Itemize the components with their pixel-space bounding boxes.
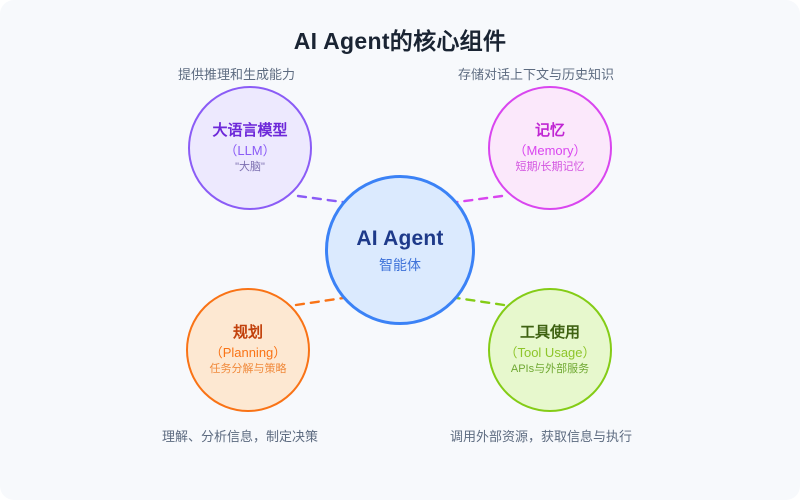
node-llm-title: 大语言模型	[212, 122, 288, 139]
node-tool[interactable]: 工具使用 （Tool Usage） APIs与外部服务	[488, 288, 612, 412]
caption-memory: 存储对话上下文与历史知识	[458, 67, 615, 82]
node-memory[interactable]: 记忆 （Memory） 短期/长期记忆	[488, 86, 612, 210]
connector-planning-to-center	[294, 295, 352, 307]
node-ai-agent-title: AI Agent	[356, 226, 444, 250]
node-tool-title: 工具使用	[519, 324, 580, 341]
page-title: AI Agent的核心组件	[293, 28, 507, 54]
node-memory-title: 记忆	[534, 122, 565, 139]
caption-llm: 提供推理和生成能力	[178, 67, 296, 82]
node-tool-note: APIs与外部服务	[510, 363, 590, 376]
node-planning-note: 任务分解与策略	[209, 363, 287, 376]
node-llm-note: "大脑"	[235, 161, 265, 174]
node-planning-subtitle: （Planning）	[209, 344, 287, 360]
node-memory-subtitle: （Memory）	[513, 142, 587, 158]
connector-llm-to-center	[296, 194, 352, 205]
node-ai-agent[interactable]: AI Agent 智能体	[325, 175, 475, 325]
node-llm[interactable]: 大语言模型 （LLM） "大脑"	[188, 86, 312, 210]
connector-tool-to-center	[448, 295, 506, 307]
node-planning[interactable]: 规划 （Planning） 任务分解与策略	[186, 288, 310, 412]
connector-memory-to-center	[448, 194, 504, 205]
caption-planning: 理解、分析信息，制定决策	[162, 429, 319, 444]
caption-tool: 调用外部资源，获取信息与执行	[450, 429, 633, 444]
node-planning-title: 规划	[232, 324, 263, 341]
node-ai-agent-subtitle: 智能体	[379, 256, 421, 273]
node-tool-subtitle: （Tool Usage）	[504, 344, 596, 360]
node-memory-note: 短期/长期记忆	[515, 161, 585, 174]
node-llm-subtitle: （LLM）	[224, 142, 276, 158]
